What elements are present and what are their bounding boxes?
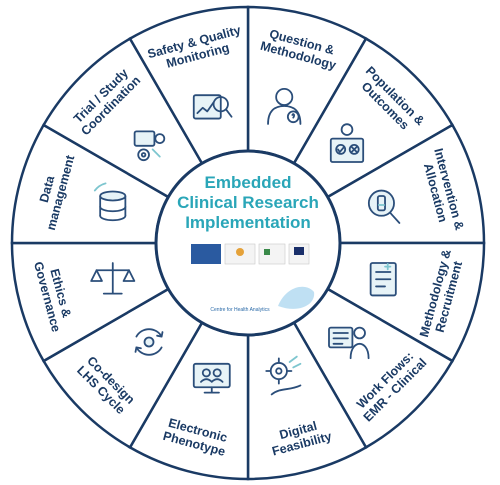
clipboard-icon [369,262,397,297]
center-title-line-1: Embedded [205,173,292,192]
coordination-icon [133,130,166,162]
doctor-icon [267,87,302,125]
partner-logo-4-mark [294,247,304,255]
partner-logo-3 [258,243,286,265]
center-title-line-2: Clinical Research [177,193,319,212]
segments-layer [10,5,486,481]
monitoring-icon [192,94,233,120]
health-analytics-logo-shape [278,286,315,309]
icons-layer [90,87,401,396]
cycle-icon [134,328,164,356]
partner-logos [191,243,310,265]
gear-hand-icon [265,355,302,396]
center-footer-text: Centre for Health Analytics [210,307,270,313]
partner-logo-2-mark [236,248,244,256]
monitor-people-icon [192,362,231,394]
scales-icon [90,262,136,295]
partner-logo-3-mark [264,249,270,255]
clinician-screen-icon [328,326,370,360]
center-title-line-3: Implementation [185,213,311,232]
vial-magnifier-icon [367,189,401,224]
partner-logo-1 [191,244,221,264]
patient-selection-icon [329,123,365,163]
database-sync-icon [93,182,127,222]
